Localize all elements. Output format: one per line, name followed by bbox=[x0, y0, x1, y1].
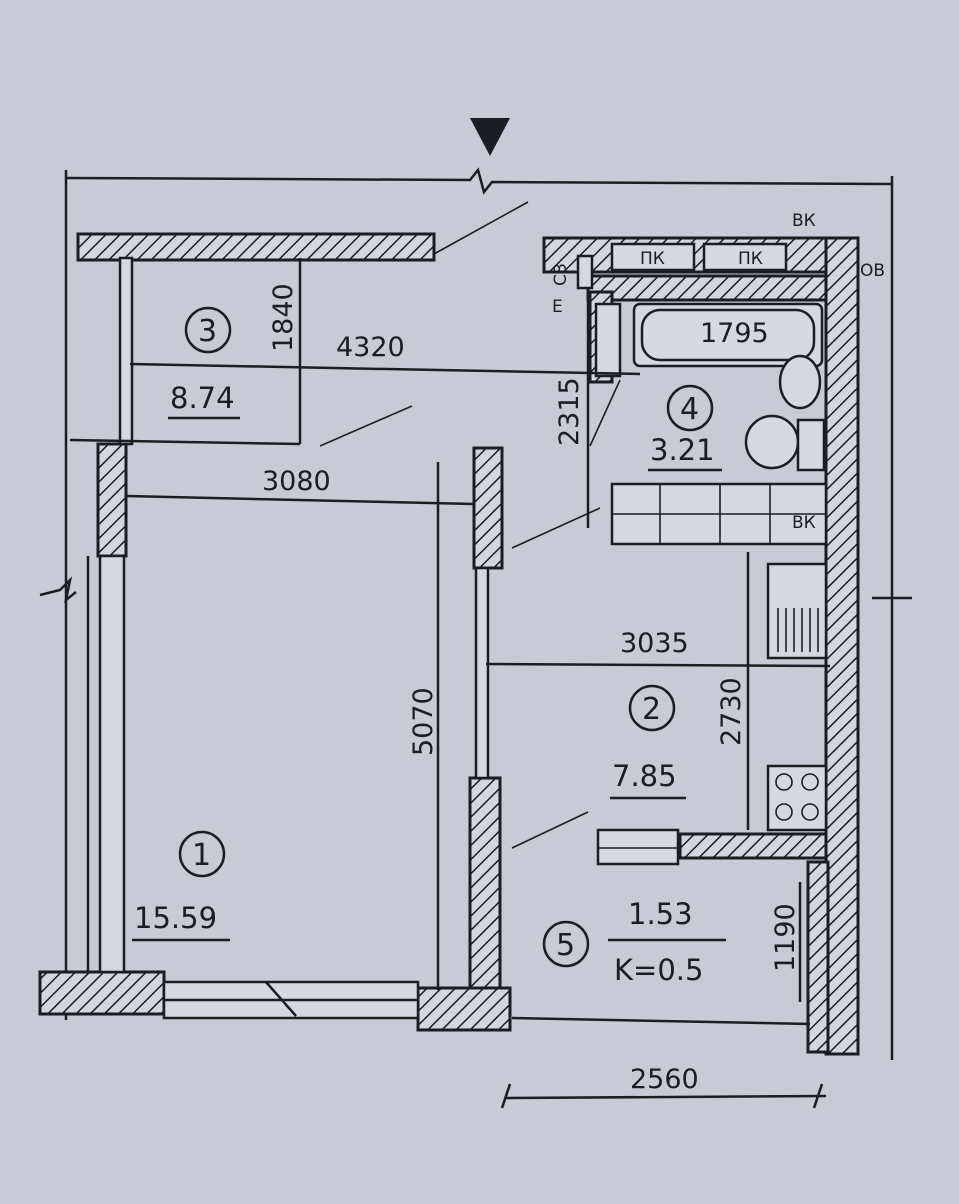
openings bbox=[69, 256, 811, 1026]
dim-balcony-width: 2560 bbox=[630, 1064, 699, 1095]
sink-drainer-icon bbox=[777, 608, 819, 652]
wall-partition-lower bbox=[468, 776, 502, 1020]
top-dimension-line bbox=[39, 167, 912, 1060]
room-coefficient: K=0.5 bbox=[614, 953, 703, 987]
room-1-label: 1 15.59 bbox=[132, 830, 230, 942]
dim-kitchen-depth: 2730 bbox=[716, 677, 747, 746]
room-area: 15.59 bbox=[134, 901, 217, 935]
room-area: 3.21 bbox=[650, 433, 715, 467]
dim-bath-depth: 2315 bbox=[554, 377, 585, 446]
room-number: 1 bbox=[192, 838, 211, 873]
room-number: 4 bbox=[680, 392, 699, 427]
dim-hall-depth: 1840 bbox=[268, 283, 299, 352]
room-number: 5 bbox=[556, 928, 575, 963]
duct-ov-label: ОВ bbox=[860, 261, 885, 281]
dim-balcony-depth: 1190 bbox=[770, 903, 801, 972]
dim-room1-width: 3080 bbox=[262, 466, 331, 497]
bathroom-fixtures bbox=[576, 254, 828, 546]
stove bbox=[766, 764, 828, 832]
wall-top-left bbox=[76, 232, 436, 262]
radiator bbox=[596, 828, 680, 866]
wall-left-upper bbox=[96, 442, 128, 558]
wall-right bbox=[824, 236, 860, 1056]
entrance-arrow-icon bbox=[470, 118, 510, 156]
dim-bathtub-length: 1795 bbox=[700, 318, 769, 349]
washbasin-icon bbox=[778, 354, 822, 410]
dim-hall-width: 4320 bbox=[336, 332, 405, 363]
duct-labels: ПК ПК ВК ОВ СЗ Е ВК bbox=[551, 211, 885, 533]
room-3-label: 3 8.74 bbox=[168, 306, 240, 420]
wall-bottom-mid bbox=[416, 986, 512, 1032]
room-area: 8.74 bbox=[170, 381, 235, 415]
duct-pk-label: ПК bbox=[640, 249, 665, 269]
room-number: 3 bbox=[198, 314, 217, 349]
duct-vk-small-label: ВК bbox=[792, 513, 816, 533]
kitchen-fixtures bbox=[596, 562, 828, 866]
wall-bath-top bbox=[586, 274, 828, 302]
dim-room1-depth: 5070 bbox=[408, 687, 439, 756]
duct-ss-label: СЗ bbox=[551, 263, 571, 286]
dim-kitchen-width: 3035 bbox=[620, 628, 689, 659]
toilet-icon bbox=[744, 414, 800, 470]
dimension-lines bbox=[125, 201, 831, 1109]
vent-shaft-label: ВК bbox=[792, 211, 816, 231]
room-5-label: 5 1.53 K=0.5 bbox=[542, 897, 726, 987]
room-4-label: 4 3.21 bbox=[648, 384, 722, 472]
wall-bottom-left bbox=[38, 970, 166, 1016]
duct-pk-label: ПК bbox=[738, 249, 763, 269]
wall-partition bbox=[472, 446, 504, 570]
room-2-label: 2 7.85 bbox=[610, 684, 686, 800]
wall-kitchen-bottom bbox=[678, 832, 828, 860]
stove-burner-icon bbox=[775, 773, 819, 821]
room-area: 7.85 bbox=[612, 759, 677, 793]
wall-balcony-side bbox=[806, 860, 830, 1054]
duct-e-label: Е bbox=[552, 297, 563, 317]
room-area: 1.53 bbox=[628, 897, 693, 931]
room-number: 2 bbox=[642, 692, 661, 727]
